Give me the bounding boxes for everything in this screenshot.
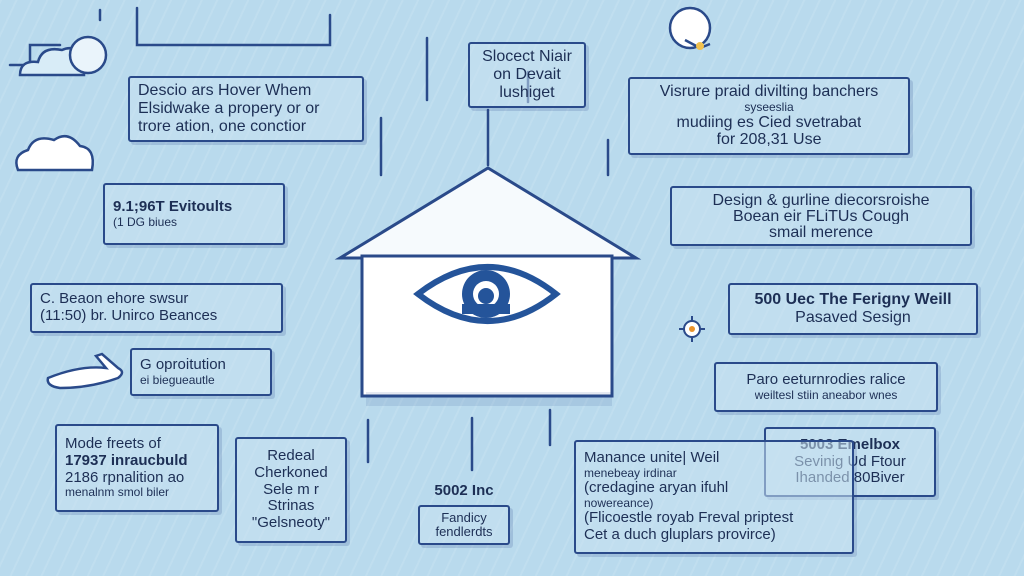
right-note-1: Visrure praid divilting banchers syseesl… [628,77,910,155]
left-note-6-line-5: "Gelsneoty" [251,515,331,532]
right-note-6-line-1: Manance unite| Weil [584,449,720,466]
left-note-6: Redeal Cherkoned Sele m r Strinas "Gelsn… [235,437,347,543]
left-note-1-line-1: Descio ars Hover Whem [138,82,312,100]
top-frame [135,6,332,47]
top-center-line-2: on Devait [493,66,561,84]
center-bottom-title: 5002 Inc [434,482,494,499]
lightbulb-icon [668,6,712,50]
left-note-5-line-4: menalnm smol biler [65,486,170,500]
center-bottom-line-1: Fandicy [441,511,487,525]
left-note-5-line-1: Mode freets of [65,436,161,453]
left-note-2: 9.1;96T Evitoults (1 DG biues [103,183,285,245]
top-center-line-1: Slocect Niair [482,48,572,66]
left-note-6-line-1: Redeal [267,448,315,464]
right-note-6-line-2: menebeay irdinar [584,466,677,480]
right-note-6-line-4: nowereance) [584,497,654,510]
left-note-4-line-2: ei biegueautle [140,373,215,387]
left-note-4-line-1: G oproitution [140,356,226,373]
right-note-3: 500 Uec The Ferigny Weill Pasaved Sesign [728,283,978,335]
left-note-1-line-3: trore ation, one conctior [138,117,307,135]
cloud-icon [15,134,94,172]
left-note-6-line-3: Sele m r [263,481,319,498]
left-note-2-line-1: 9.1;96T Evitoults [113,198,233,215]
cloud-magnifier-icon [18,35,108,77]
right-note-4-line-2: weiltesl stiin aneabor wnes [754,388,898,402]
right-note-6-line-6: Cet a duch gluplars provirce) [584,527,776,544]
right-note-3-line-2: Pasaved Sesign [795,309,911,326]
left-note-2-line-2: (1 DG biues [113,215,178,229]
gear-icon [679,316,705,342]
left-note-1-line-2: Elsidwake a propery or or [138,100,320,118]
left-note-6-line-2: Cherkoned [254,464,328,481]
left-note-3: C. Beaon ehore swsur (11:50) br. Unirco … [30,283,283,333]
airplane-icon [46,352,124,390]
right-note-2: Design & gurline diecorsroishe Boean eir… [670,186,972,246]
right-note-4-line-1: Paro eeturnrodies ralice [746,371,906,388]
left-note-3-line-1: C. Beaon ehore swsur [40,291,189,308]
top-center-note: Slocect Niair on Devait lushiget [468,42,586,108]
left-note-6-line-4: Strinas [267,498,315,515]
right-note-6-line-5: (Flicoestle royab Freval priptest [584,510,794,527]
right-note-3-line-1: 500 Uec The Ferigny Weill [754,291,952,309]
left-note-5-line-2: 17937 inraucbuld [65,452,188,469]
right-note-4: Paro eeturnrodies ralice weiltesl stiin … [714,362,938,412]
left-note-3-line-2: (11:50) br. Unirco Beances [40,308,218,324]
right-note-1-line-2: syseeslia [744,100,794,114]
right-note-2-line-3: smail merence [768,224,874,240]
top-center-line-3: lushiget [499,83,555,101]
left-note-5-line-3: 2186 rpnalition ao [65,469,185,486]
right-note-1-line-4: for 208,31 Use [716,131,822,149]
right-note-2-line-2: Boean eir FLiTUs Cough [732,208,910,224]
center-bottom-note: Fandicy fendlerdts [418,505,510,545]
right-note-1-line-3: mudiing es Cied svetrabat [676,113,862,131]
center-bottom-line-2: fendlerdts [435,525,493,539]
top-left-bracket [8,43,62,67]
eye-icon [413,264,561,324]
left-note-1: Descio ars Hover Whem Elsidwake a proper… [128,76,364,142]
left-note-5: Mode freets of 17937 inraucbuld 2186 rpn… [55,424,219,512]
right-note-1-line-1: Visrure praid divilting banchers [659,83,879,100]
left-note-4: G oproitution ei biegueautle [130,348,272,396]
right-note-6-line-3: (credagine aryan ifuhl [584,480,729,497]
right-note-2-line-1: Design & gurline diecorsroishe [712,192,930,208]
right-note-6: Manance unite| Weil menebeay irdinar (cr… [574,440,854,554]
